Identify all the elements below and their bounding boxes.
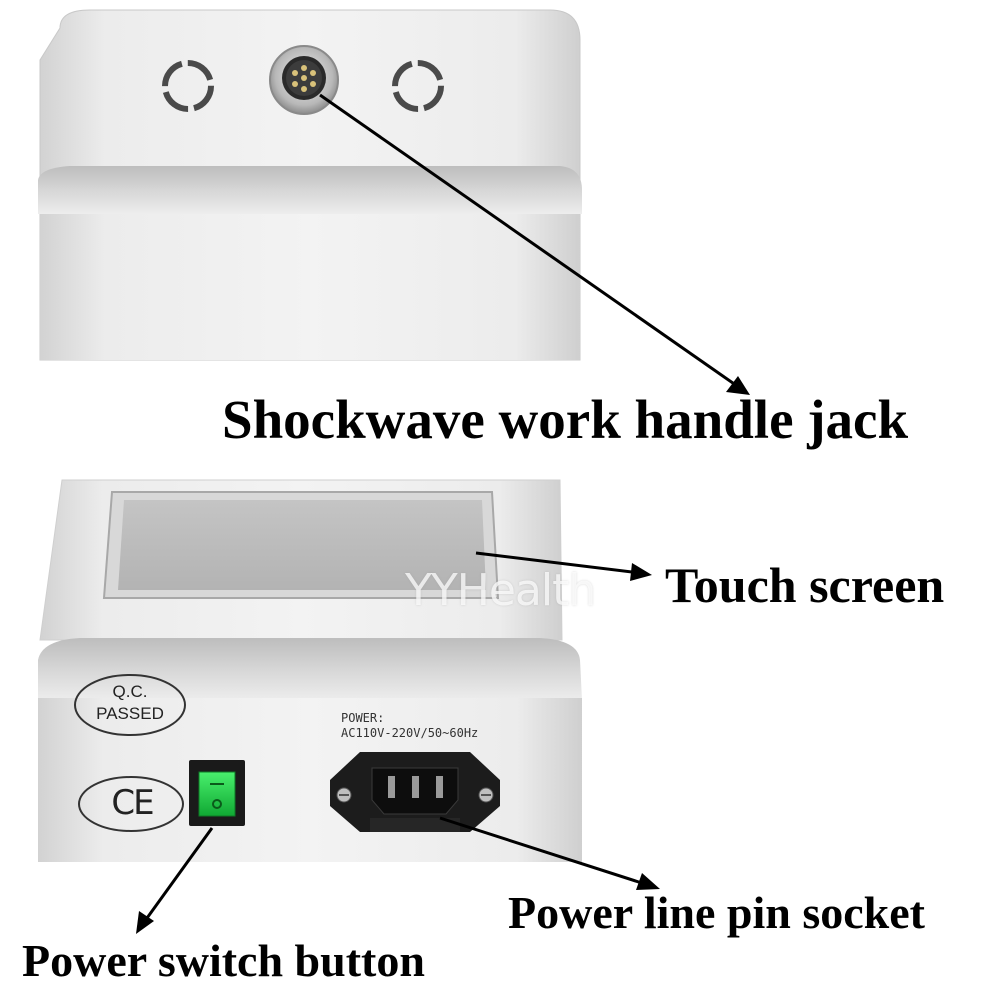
power-switch xyxy=(189,760,245,826)
bottom-device xyxy=(38,479,582,862)
ce-mark-icon xyxy=(78,776,184,832)
callout-touch-screen: Touch screen xyxy=(665,557,945,613)
power-label-line1: POWER: xyxy=(341,711,385,725)
handle-jack-connector xyxy=(269,45,339,115)
touch-screen-panel xyxy=(102,491,500,599)
callout-handle-jack: Shockwave work handle jack xyxy=(222,389,909,450)
arrow-power-socket xyxy=(439,816,660,890)
power-socket xyxy=(330,752,500,832)
ce-mark-text: CE xyxy=(111,783,154,823)
arrow-power-switch xyxy=(136,827,214,934)
top-device xyxy=(38,9,582,361)
callout-power-socket: Power line pin socket xyxy=(508,887,925,938)
watermark-text: YYHealth xyxy=(405,565,596,616)
qc-label-line2: PASSED xyxy=(96,704,164,723)
arrow-handle-jack xyxy=(319,93,750,395)
right-vent-icon xyxy=(392,60,444,112)
qc-label-line1: Q.C. xyxy=(112,682,148,701)
left-vent-icon xyxy=(162,60,214,112)
callout-arrows xyxy=(136,93,750,934)
power-label-line2: AC110V-220V/50~60Hz xyxy=(341,726,479,740)
arrow-touch-screen xyxy=(475,551,652,581)
callout-power-switch: Power switch button xyxy=(22,935,425,986)
qc-passed-sticker xyxy=(74,674,186,736)
